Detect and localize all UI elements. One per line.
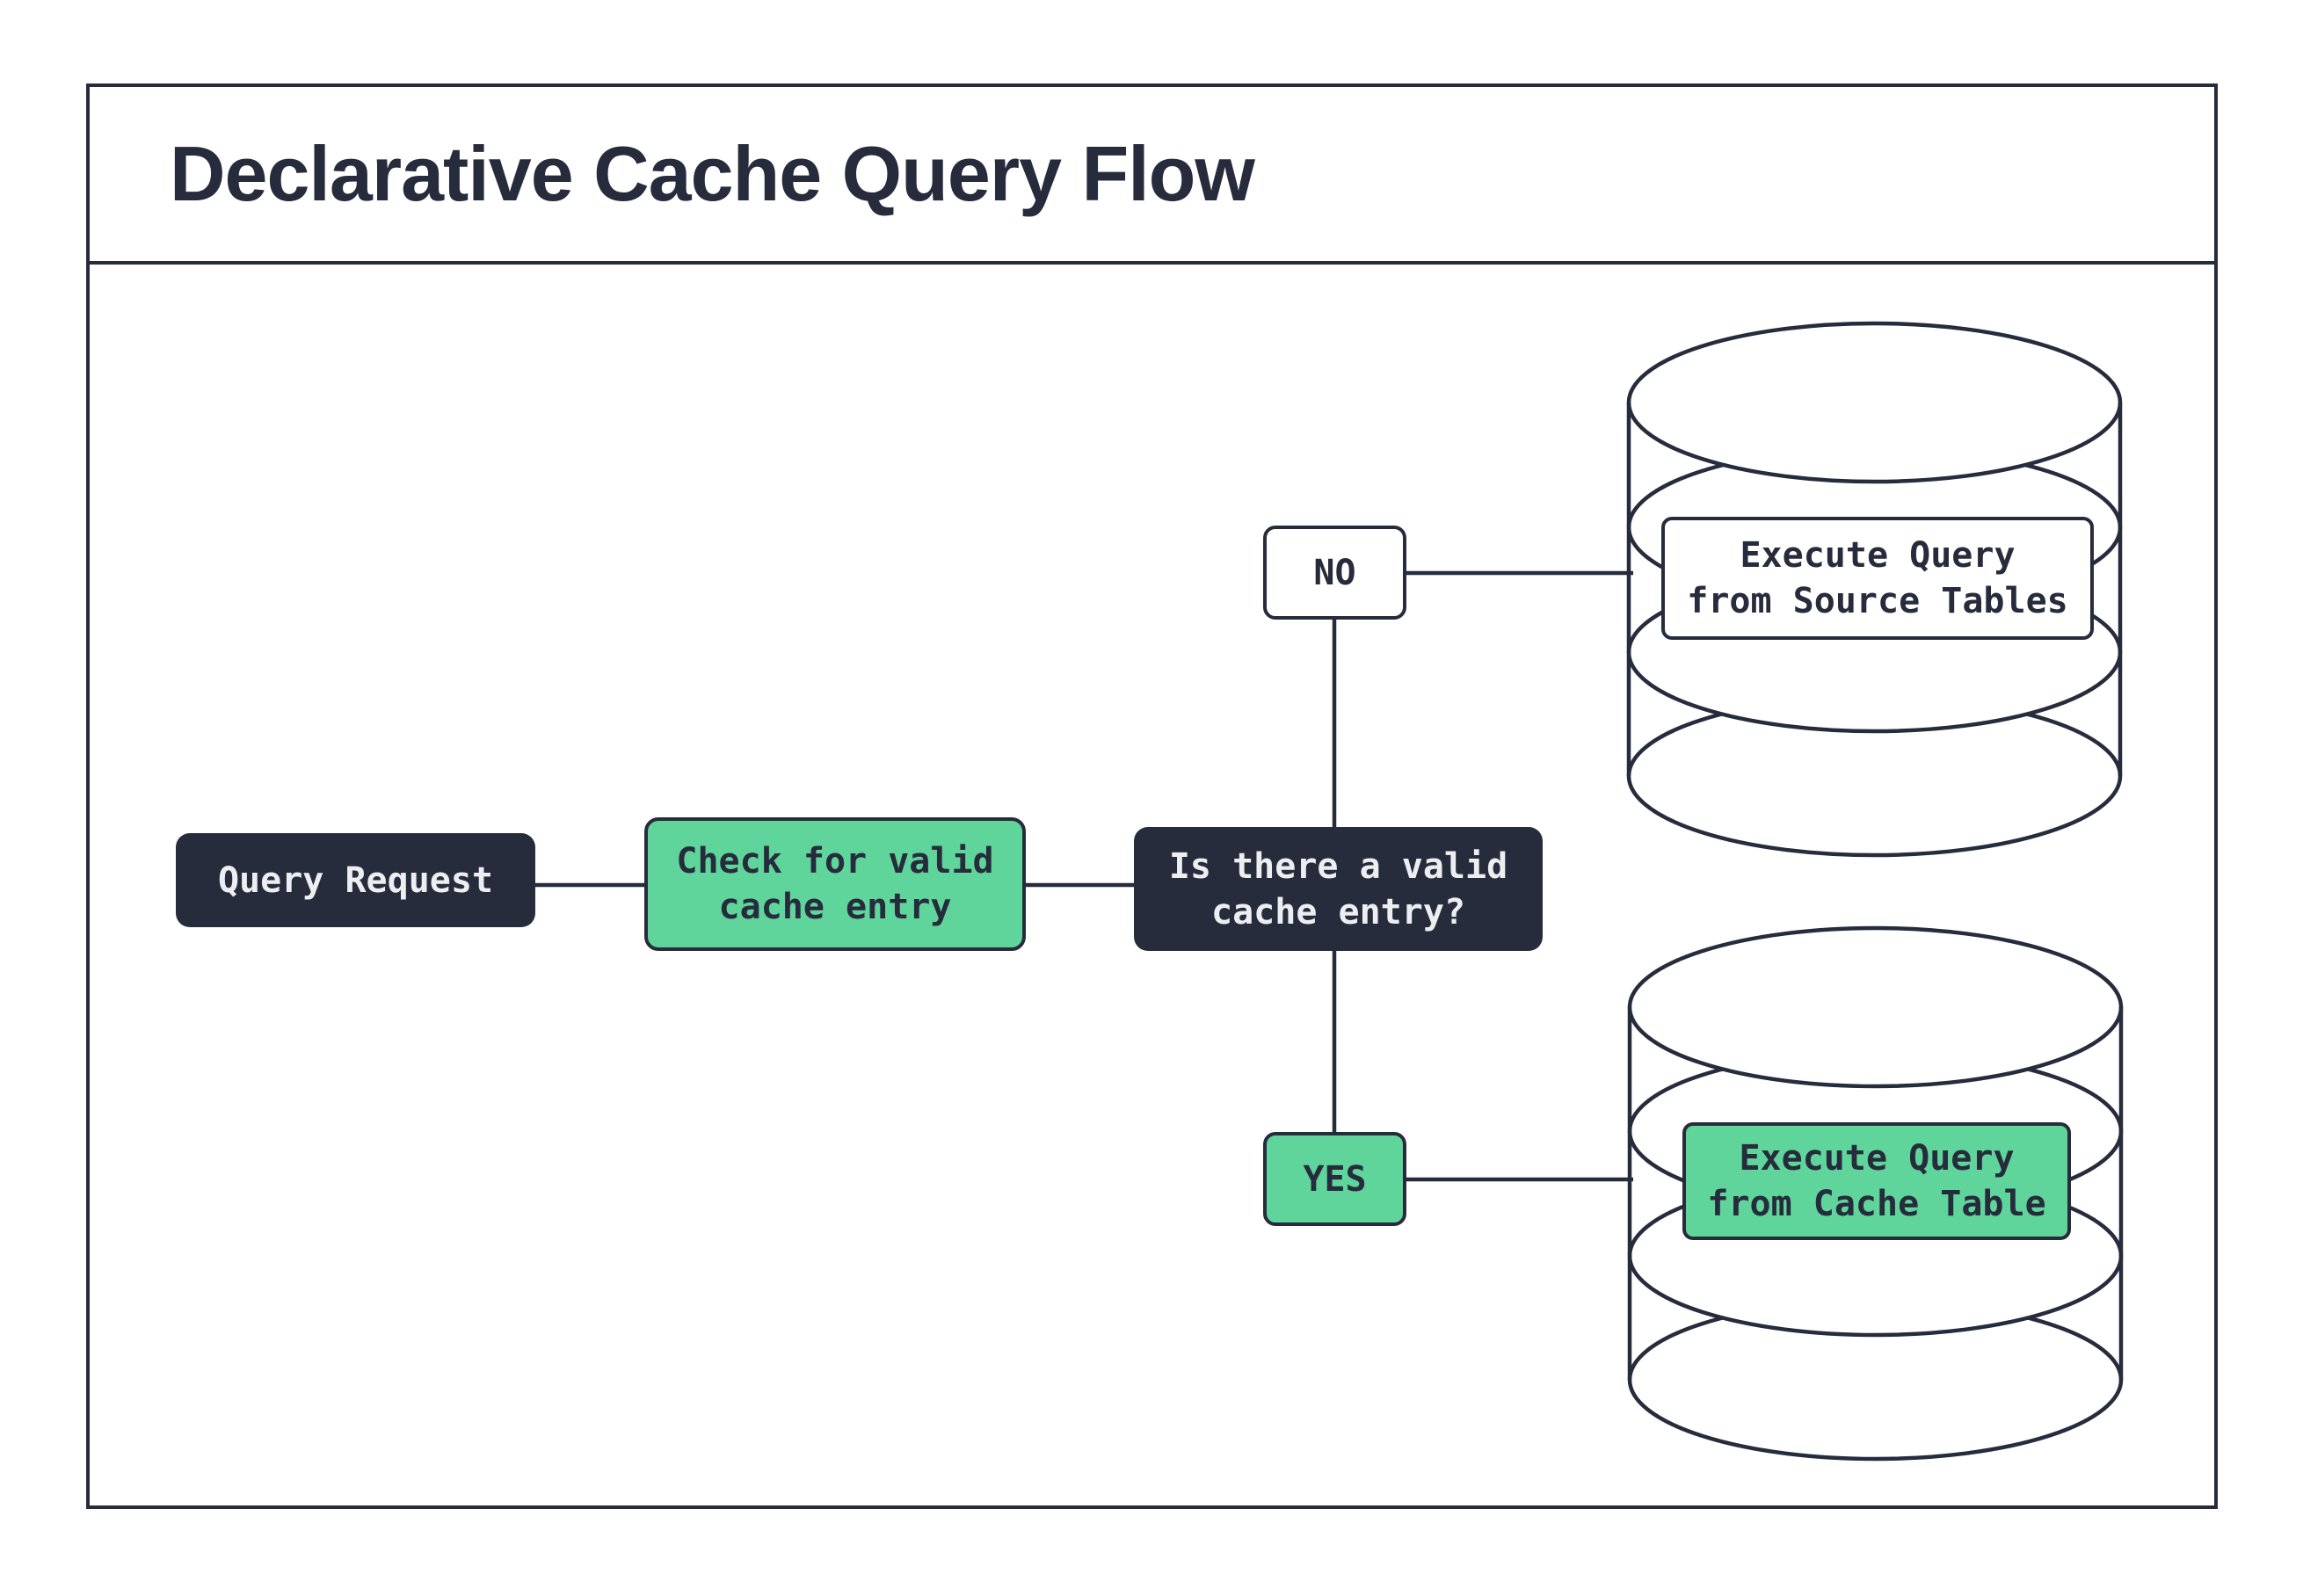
node-check-cache-line1: Check for valid xyxy=(676,841,994,881)
node-execute-source-tables: Execute Query from Source Tables xyxy=(1661,517,2094,640)
node-check-cache-line2: cache entry xyxy=(718,887,952,927)
diagram-header: Declarative Cache Query Flow xyxy=(90,87,2214,265)
node-check-cache: Check for valid cache entry xyxy=(644,817,1026,951)
node-decision-line2: cache entry? xyxy=(1211,891,1465,932)
node-query-request-label: Query Request xyxy=(217,860,494,901)
source-db-disc-1 xyxy=(1626,321,2123,484)
node-query-request: Query Request xyxy=(176,833,535,927)
node-execute-cache-table: Execute Query from Cache Table xyxy=(1682,1122,2071,1240)
edge-label-yes-text: YES xyxy=(1303,1158,1367,1200)
node-execute-source-line2: from Source Tables xyxy=(1687,581,2068,621)
node-execute-cache-line1: Execute Query xyxy=(1739,1138,2015,1179)
edge-label-no-text: NO xyxy=(1313,552,1356,593)
edge-label-no: NO xyxy=(1263,526,1406,620)
node-execute-source-line1: Execute Query xyxy=(1740,535,2016,576)
node-decision-valid-cache: Is there a valid cache entry? xyxy=(1134,827,1543,951)
diagram-card: Declarative Cache Query Flow xyxy=(86,83,2218,1509)
node-decision-line1: Is there a valid xyxy=(1168,845,1508,887)
cache-db-disc-1 xyxy=(1627,925,2124,1089)
page-title: Declarative Cache Query Flow xyxy=(170,130,1255,217)
edge-label-yes: YES xyxy=(1263,1132,1406,1226)
node-execute-cache-line2: from Cache Table xyxy=(1707,1184,2046,1224)
